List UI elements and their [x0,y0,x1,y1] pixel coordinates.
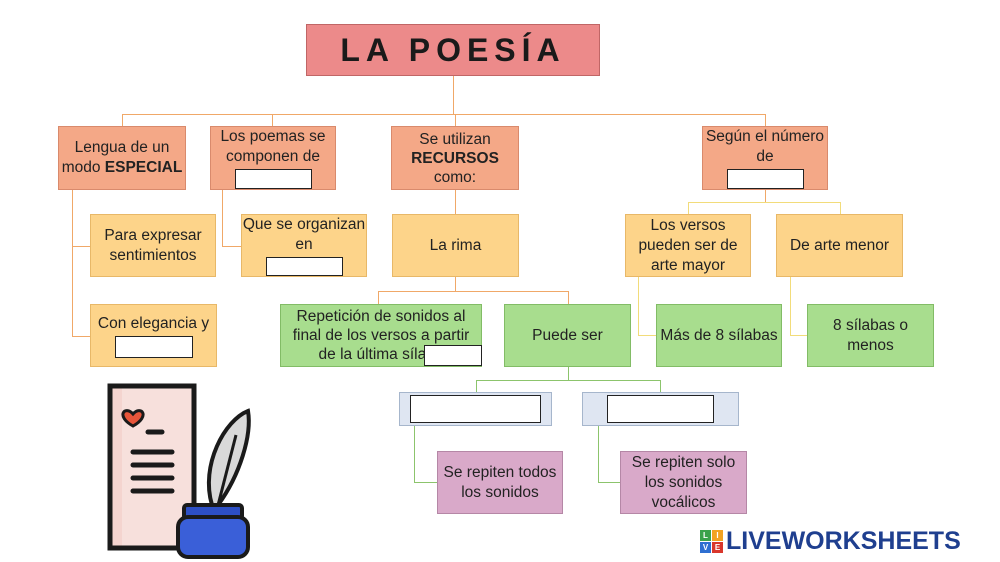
node-se-organizan: Que se organizan en [241,214,367,277]
quill-inkwell-icon [176,408,251,559]
connector [840,202,841,215]
node-text: Los poemas se componen de [220,128,326,165]
node-bold-text: RECURSOS [411,149,499,167]
node-arte-menor: De arte menor [776,214,903,277]
node-la-rima: La rima [392,214,519,277]
connector [568,367,569,380]
node-sonidos-vocalicos: Se repiten solo los sonidos vocálicos [620,451,747,514]
node-8-o-menos: 8 sílabas o menos [807,304,934,367]
connector [414,482,438,483]
node-text: Según el número de [705,128,825,165]
connector [455,190,456,215]
node-lengua-especial: Lengua de un modo ESPECIAL [58,126,186,190]
connector [638,277,639,335]
brand-letter: L [700,530,711,541]
node-repeticion-sonidos: Repetición de sonidos al final de los ve… [280,304,482,367]
node-text: De arte menor [789,236,890,254]
liveworksheets-logo: L I V E LIVEWORKSHEETS [700,527,961,556]
node-text: Se utilizan [419,130,491,148]
connector [455,114,456,126]
connector [378,291,379,304]
connector [222,246,242,247]
node-text: Que se organizan en [242,216,366,253]
connector [222,190,223,246]
connector [598,426,599,482]
node-text: Repetición de sonidos al final de los ve… [292,308,470,363]
node-text: como: [433,168,477,186]
node-text: La rima [429,236,482,254]
brand-grid-icon: L I V E [700,530,723,553]
connector [688,202,840,203]
connector [378,291,568,292]
node-text: Se repiten solo los sonidos vocálicos [631,453,736,511]
node-text: Los versos pueden ser de arte mayor [638,216,738,274]
connector [790,335,808,336]
node-text: Con elegancia y [97,314,210,332]
answer-blank[interactable] [424,345,482,366]
brand-letter: I [712,530,723,541]
connector [455,277,456,291]
connector [72,336,91,337]
node-mas-de-8: Más de 8 sílabas [656,304,782,367]
node-expresar-sentimientos: Para expresar sentimientos [90,214,216,277]
connector [476,380,477,393]
node-poemas-componen: Los poemas se componen de [210,126,336,190]
node-text: Más de 8 sílabas [660,326,778,344]
brand-text: LIVEWORKSHEETS [726,527,961,555]
connector [765,114,766,126]
connector [598,482,621,483]
connector [453,76,454,114]
connector [122,114,123,127]
connector [568,291,569,304]
connector [414,426,415,482]
connector [272,114,273,126]
answer-blank[interactable] [114,335,193,358]
answer-blank[interactable] [265,257,343,276]
node-text: 8 sílabas o menos [833,316,908,354]
connector [790,277,791,335]
connector [765,190,766,202]
node-tipo-rima-1 [399,392,552,426]
answer-blank[interactable] [410,395,541,423]
brand-letter: V [700,542,711,553]
brand-letter: E [712,542,723,553]
node-elegancia: Con elegancia y [90,304,217,367]
node-recursos: Se utilizan RECURSOS como: [391,126,519,190]
node-text: Para expresar sentimientos [104,226,202,264]
answer-blank[interactable] [726,169,804,189]
node-arte-mayor: Los versos pueden ser de arte mayor [625,214,751,277]
node-todos-sonidos: Se repiten todos los sonidos [437,451,563,514]
node-bold-text: ESPECIAL [104,159,183,176]
page-title: LA POESÍA [306,24,600,76]
connector [688,202,689,215]
node-segun-numero: Según el número de [702,126,828,190]
connector [122,114,765,115]
connector [660,380,661,393]
connector [72,246,91,247]
connector [72,190,73,336]
node-tipo-rima-2 [582,392,739,426]
node-text: Lengua de un modo [61,139,170,176]
connector [476,380,660,381]
node-puede-ser: Puede ser [504,304,631,367]
connector [638,335,657,336]
node-text: Se repiten todos los sonidos [443,463,557,501]
answer-blank[interactable] [234,169,312,189]
answer-blank[interactable] [607,395,714,423]
node-text: Puede ser [532,326,603,344]
